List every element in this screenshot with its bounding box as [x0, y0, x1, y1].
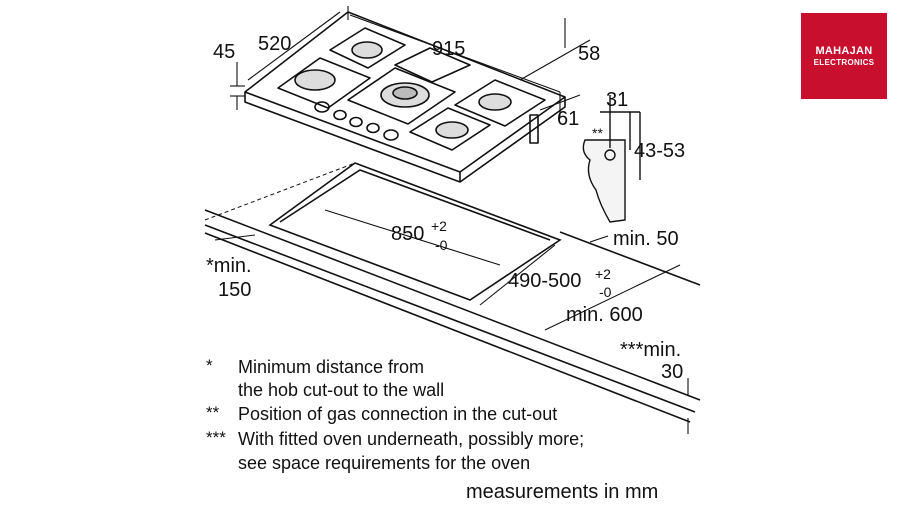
gas-connection-point — [604, 149, 616, 161]
burner-rear — [351, 41, 383, 59]
tol-minus: -0 — [599, 284, 612, 300]
cutout — [268, 162, 562, 301]
hob-drawing — [244, 11, 566, 183]
hob-dimension-labels: 45 520 915 58 61 — [213, 33, 600, 130]
dim-min-50: min. 50 — [613, 228, 679, 250]
note-text: Minimum distance from — [238, 357, 425, 377]
cutout-dimension-labels: 850 +2 -0 490-500 +2 -0 min. 50 min. 600… — [206, 218, 683, 383]
tol-plus: +2 — [431, 218, 447, 234]
tol-plus: +2 — [595, 266, 611, 282]
dim-min-600: min. 600 — [566, 304, 643, 326]
dim-min-30-label: ***min. — [620, 339, 681, 361]
dim-hob-depth: 520 — [258, 33, 291, 55]
burner-right-front — [435, 121, 469, 139]
knob — [383, 129, 399, 141]
note-mark: ** — [206, 403, 220, 422]
note-mark: *** — [206, 428, 226, 447]
dim-min-30-value: 30 — [661, 361, 683, 383]
note-text: Position of gas connection in the cut-ou… — [238, 404, 558, 424]
knob — [366, 122, 380, 134]
brand-logo: MAHAJAN ELECTRONICS — [801, 13, 887, 99]
brand-subtitle: ELECTRONICS — [813, 58, 875, 67]
note-text: see space requirements for the oven — [238, 453, 531, 473]
brand-name: MAHAJAN — [815, 45, 873, 57]
note-text: the hob cut-out to the wall — [238, 380, 445, 400]
worktop — [204, 162, 701, 423]
dim-min-150-value: 150 — [218, 279, 251, 301]
dim-hob-width: 915 — [432, 38, 465, 60]
hob-dimension-lines — [230, 6, 591, 118]
dim-rear-offset: 58 — [578, 43, 600, 65]
connection-mark: ** — [592, 125, 603, 141]
dim-front-offset: 61 — [557, 108, 579, 130]
units-caption: measurements in mm — [466, 481, 659, 503]
knob — [314, 101, 330, 113]
note-mark: * — [206, 356, 213, 375]
knob — [349, 116, 363, 128]
note-text: With fitted oven underneath, possibly mo… — [238, 429, 585, 449]
dim-cutout-width: 850 — [391, 223, 424, 245]
dim-min-150-label: *min. — [206, 255, 252, 277]
dim-connection-offset: 31 — [606, 89, 628, 111]
wall-line — [204, 162, 356, 221]
cutout-dimension-lines — [214, 209, 689, 434]
dim-cutout-depth: 490-500 — [508, 270, 581, 292]
gas-connection-detail — [582, 95, 641, 223]
burner-right-rear — [478, 93, 512, 111]
tol-minus: -0 — [435, 237, 448, 253]
dim-connection-height: 43-53 — [634, 140, 685, 162]
burner-left — [294, 69, 336, 91]
knob — [333, 109, 347, 121]
dim-hob-height: 45 — [213, 41, 235, 63]
